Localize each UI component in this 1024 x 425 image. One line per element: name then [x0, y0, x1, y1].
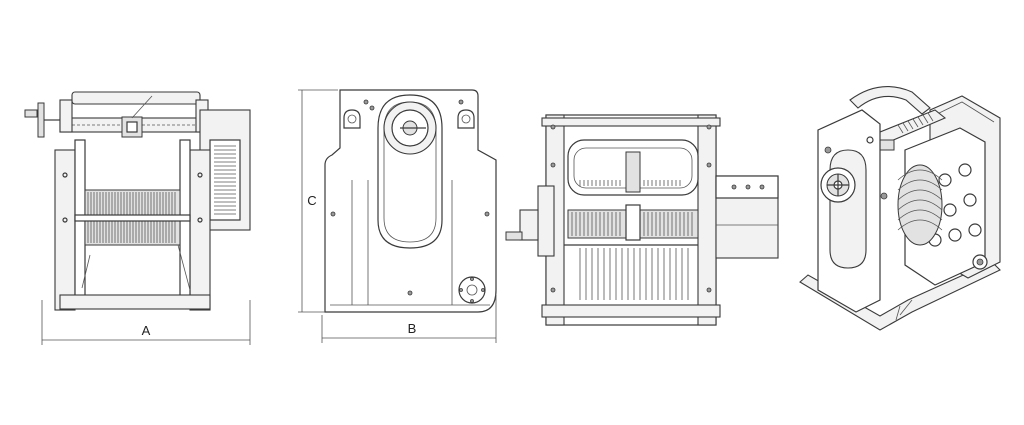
left-side-plate [54, 149, 76, 311]
dimension-a-label: A [142, 323, 151, 338]
top-motor [715, 175, 779, 259]
motor-flange [458, 276, 486, 304]
dimension-b: B [321, 295, 497, 343]
iso-level-wind [859, 109, 947, 151]
lifting-eye-right [457, 109, 475, 129]
drive-pulley [383, 101, 437, 155]
iso-lift-handle [849, 86, 931, 115]
front-view: A [24, 91, 251, 345]
side-view: C B [298, 89, 497, 343]
front-base [59, 294, 211, 310]
dimension-b-label: B [408, 321, 417, 336]
cable-guide [59, 91, 211, 138]
lifting-eye-left [343, 109, 361, 129]
top-cable-drum [567, 204, 699, 241]
motor-vents [214, 145, 236, 215]
top-drum [567, 139, 699, 196]
iso-drive-pulley [820, 167, 856, 203]
right-side-plate [189, 149, 211, 311]
hand-crank [24, 102, 60, 138]
iso-cable-drum [897, 164, 943, 246]
dimension-a: A [41, 300, 251, 345]
dimension-c: C [298, 89, 338, 313]
dimension-c-label: C [307, 193, 316, 208]
cable-drum [74, 189, 191, 246]
top-view [505, 114, 779, 326]
cable-lay-lines [579, 248, 689, 300]
isometric-view [799, 86, 1001, 331]
top-gearbox [505, 185, 555, 257]
